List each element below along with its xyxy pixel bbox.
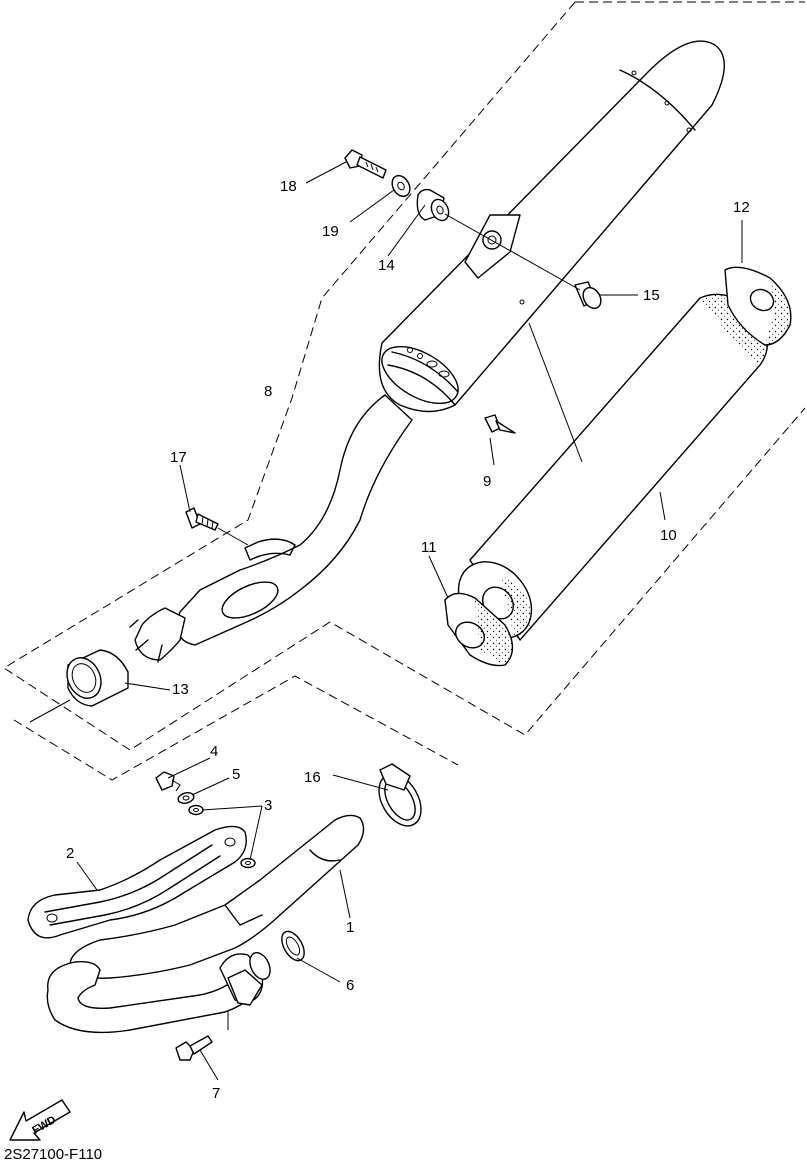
silencer-pipe [129, 394, 413, 663]
callout-labels: 1 2 3 4 5 6 7 8 9 10 11 12 13 14 15 16 1… [66, 178, 750, 1102]
muffler-assembly-boundary [3, 1, 806, 751]
collar-14 [416, 188, 450, 222]
gasket-6 [281, 930, 305, 962]
bolt-17 [185, 507, 219, 531]
joint-pipe-13 [66, 649, 129, 707]
callout-8: 8 [264, 383, 272, 400]
callout-2: 2 [66, 845, 74, 862]
washer-3-b [240, 857, 256, 869]
callout-14: 14 [378, 257, 395, 274]
callout-13: 13 [172, 681, 189, 698]
bolt-7 [175, 1035, 213, 1061]
leader-lines [29, 161, 743, 1081]
washer-19 [391, 174, 411, 198]
forward-arrow-icon: FWD [9, 1099, 71, 1141]
clamp-16 [378, 763, 422, 827]
callout-5: 5 [232, 766, 240, 783]
screw-9 [484, 414, 516, 434]
callout-9: 9 [483, 473, 491, 490]
callout-15: 15 [643, 287, 660, 304]
callout-1: 1 [346, 919, 354, 936]
bolt-4 [155, 771, 181, 792]
callout-16: 16 [304, 769, 321, 786]
callout-18: 18 [280, 178, 297, 195]
exhaust-pipe-1 [46, 814, 365, 1034]
muffler-body [378, 40, 725, 413]
bolt-18 [344, 149, 387, 179]
washer-5 [177, 792, 195, 804]
washer-3-a [188, 804, 204, 816]
callout-7: 7 [212, 1085, 220, 1102]
figure-code: 2S27100-F110 [4, 1146, 103, 1163]
bolt-15 [574, 281, 602, 310]
pipe-assembly-boundary [13, 675, 459, 781]
callout-3: 3 [264, 797, 272, 814]
gasket-11 [444, 592, 514, 667]
exhaust-protector-2 [27, 825, 247, 939]
callout-12: 12 [733, 199, 750, 216]
callout-4: 4 [210, 743, 218, 760]
callout-17: 17 [170, 449, 187, 466]
callout-10: 10 [660, 527, 677, 544]
callout-19: 19 [322, 223, 339, 240]
callout-6: 6 [346, 977, 354, 994]
gasket-12 [724, 266, 792, 346]
callout-11: 11 [421, 539, 437, 556]
